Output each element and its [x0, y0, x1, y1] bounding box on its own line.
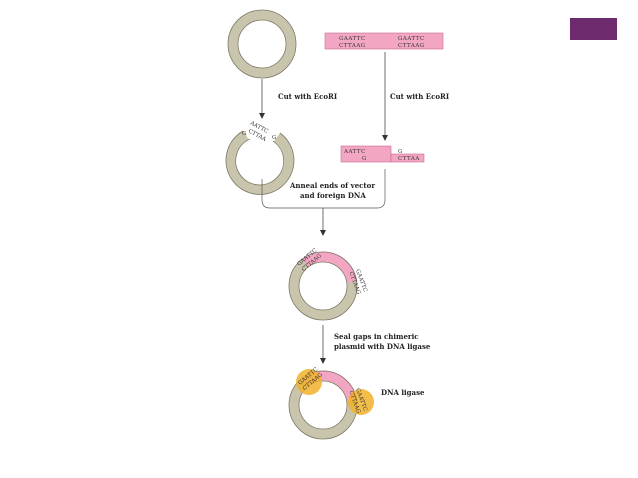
seq-bottom-right: CTTAAG — [398, 43, 425, 49]
cut-seq-bottom-right: CTTAA — [398, 156, 420, 162]
label-dna-ligase: DNA ligase — [381, 388, 425, 397]
seq-top-left: GAATTC — [339, 36, 366, 42]
label-seal-2: plasmid with DNA ligase — [334, 342, 431, 351]
label-anneal-1: Anneal ends of vector — [289, 181, 375, 190]
plasmid-intact — [228, 10, 296, 78]
seq-bottom-left: CTTAAG — [339, 43, 366, 49]
seq-top-right: GAATTC — [398, 36, 425, 42]
insert-arc-3 — [301, 251, 357, 283]
fragment-overhang-right — [390, 153, 425, 163]
foreign-dna-bar — [324, 32, 444, 50]
arrow-head-seal — [320, 358, 326, 364]
plasmid-opened — [225, 130, 294, 195]
corner-accent-block — [570, 18, 617, 40]
cut-seq-top-left: AATTC — [343, 149, 366, 155]
open-seq-g-right: G — [272, 135, 276, 141]
label-cut-right: Cut with EcoRI — [390, 92, 449, 101]
cut-seq-bottom-left: G — [362, 156, 367, 162]
open-seq-g-left: G — [242, 131, 246, 137]
label-cut-left: Cut with EcoRI — [278, 92, 337, 101]
arrow-head-right-1 — [382, 135, 388, 141]
arrow-head-anneal — [320, 230, 326, 236]
label-seal-1: Seal gaps in chimeric — [334, 332, 419, 341]
anneal-connector — [261, 169, 386, 209]
cut-seq-top-right: G — [398, 149, 403, 155]
label-anneal-2: and foreign DNA — [300, 191, 366, 200]
ligase-blob-left — [296, 369, 322, 395]
arrow-head-left-1 — [259, 113, 265, 119]
ligase-blob-right — [348, 389, 374, 415]
